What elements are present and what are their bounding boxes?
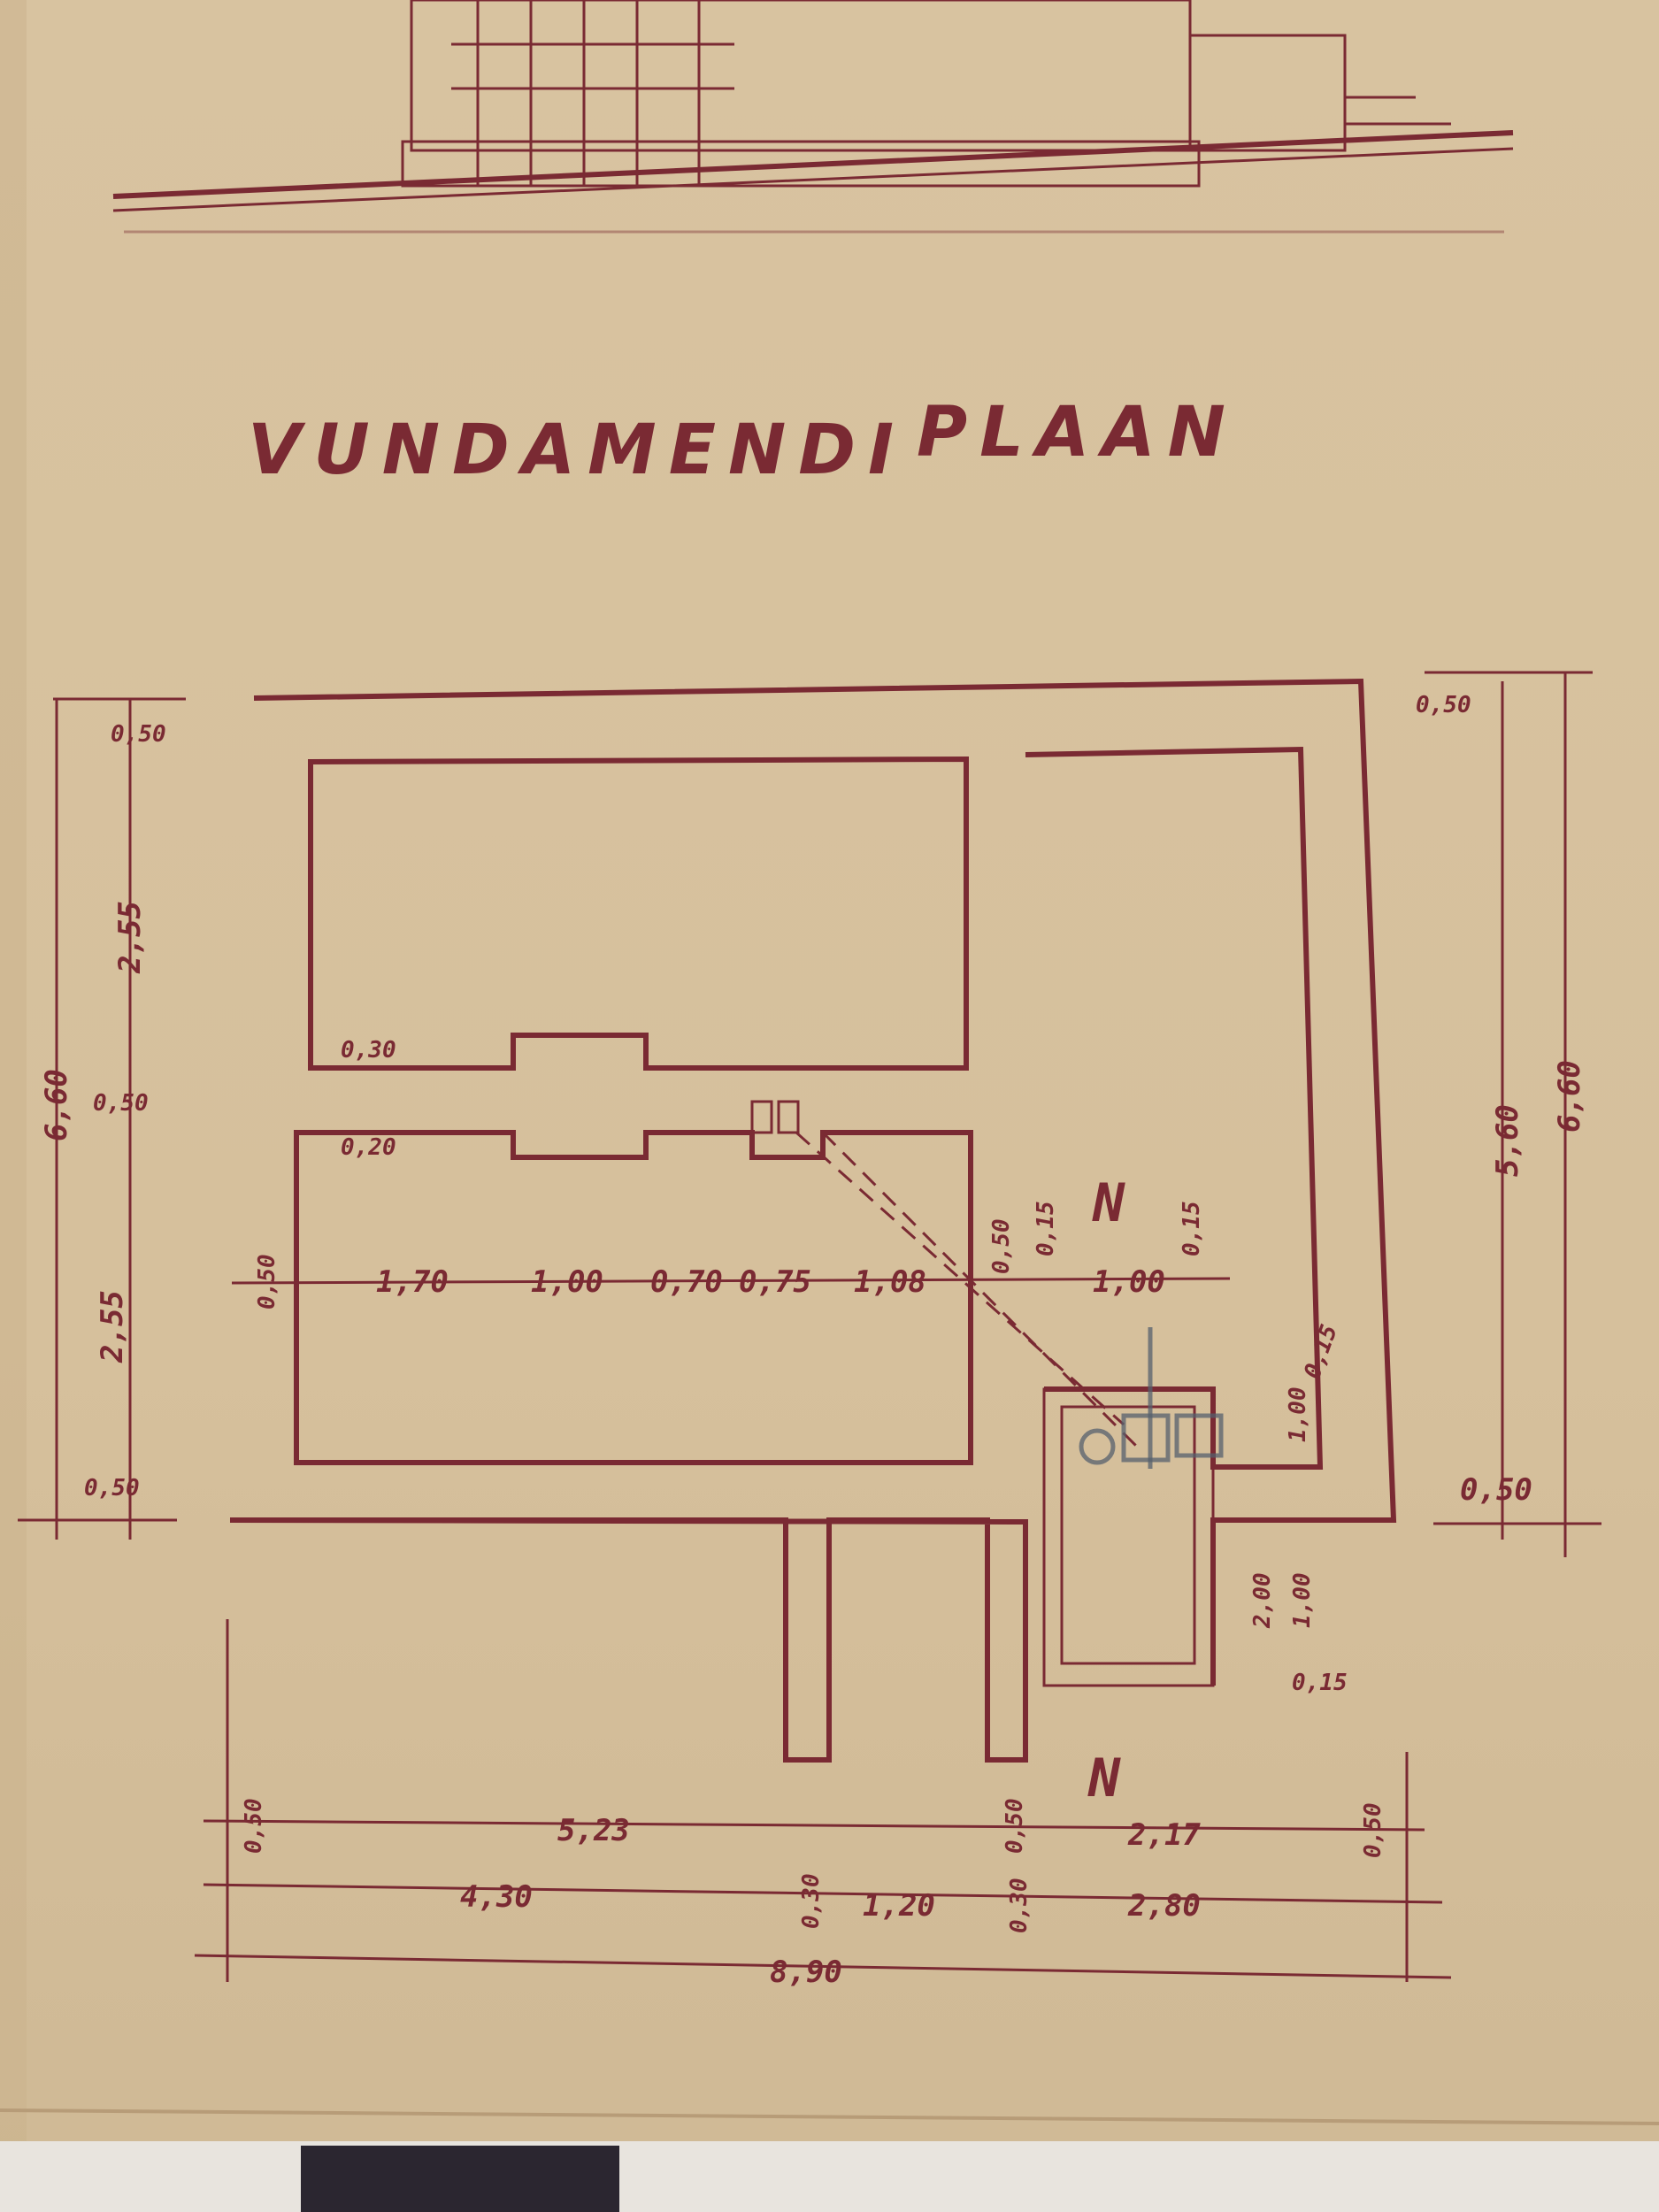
- dim-wall-offset: 0,30: [341, 1037, 396, 1064]
- dim-tank: 0,15: [1299, 1321, 1343, 1382]
- dim-right-inner: 5,60: [1490, 1104, 1525, 1177]
- dim-tank: 0,15: [1292, 1670, 1348, 1696]
- dim-bottom-2: 0,30: [798, 1873, 825, 1929]
- dim-bottom-1: 0,50: [1360, 1802, 1386, 1858]
- pencil-annotation: [1079, 1327, 1224, 1469]
- section-mark-bottom: N: [1087, 1747, 1121, 1809]
- dim-wall-offset: 0,20: [341, 1134, 396, 1161]
- dim-left-seg: 0,50: [93, 1090, 149, 1117]
- dim-left-seg: 2,55: [112, 901, 148, 974]
- dim-interior: 1,00: [531, 1264, 603, 1300]
- dim-left-total: 6,60: [39, 1069, 74, 1141]
- dim-left-seg: 0,50: [84, 1475, 140, 1502]
- dim-bottom-1: 0,50: [241, 1798, 267, 1854]
- dim-interior: 0,15: [1179, 1201, 1205, 1256]
- dimension-lines: [18, 671, 1601, 1982]
- dim-interior: 1,00: [1093, 1264, 1165, 1300]
- dim-bottom-2: 4,30: [460, 1879, 533, 1915]
- dim-bottom-2: 2,80: [1127, 1888, 1201, 1924]
- dim-tank: 1,00: [1289, 1572, 1316, 1628]
- dim-left-seg: 2,55: [95, 1290, 130, 1363]
- dim-tank: 2,00: [1249, 1572, 1276, 1629]
- dim-tank: 1,00: [1285, 1386, 1311, 1442]
- title-word-1: VUNDAMENDI: [248, 411, 906, 490]
- dim-bottom-1: 2,17: [1127, 1817, 1201, 1853]
- dim-right-seg: 0,50: [1416, 692, 1471, 718]
- dimension-labels: 6,60 0,50 2,55 0,50 2,55 0,50 0,30 0,20 …: [39, 692, 1587, 1990]
- dim-interior: 1,70: [376, 1264, 449, 1300]
- dim-bottom-1: 5,23: [557, 1813, 630, 1848]
- dim-bottom-2: 0,30: [1006, 1878, 1033, 1933]
- dim-right-seg: 0,50: [1460, 1472, 1532, 1508]
- elevation-view: [0, 0, 1514, 2212]
- dim-interior: 0,50: [254, 1254, 280, 1310]
- dim-interior: 0,75: [739, 1264, 811, 1300]
- title-word-2: PLAAN: [917, 393, 1238, 472]
- dim-right-outer: 6,60: [1552, 1060, 1587, 1133]
- dim-interior: 0,50: [988, 1218, 1015, 1274]
- dim-bottom-2: 1,20: [863, 1888, 935, 1924]
- dim-interior: 0,70: [650, 1264, 723, 1300]
- dim-interior: 1,08: [854, 1264, 926, 1300]
- dim-bottom-total: 8,90: [770, 1955, 842, 1990]
- dim-interior: 0,15: [1033, 1201, 1059, 1256]
- foundation-walls: [229, 678, 1397, 1763]
- dim-bottom-1: 0,50: [1002, 1798, 1028, 1854]
- dim-left-seg: 0,50: [111, 721, 166, 748]
- section-mark-top: N: [1092, 1172, 1125, 1234]
